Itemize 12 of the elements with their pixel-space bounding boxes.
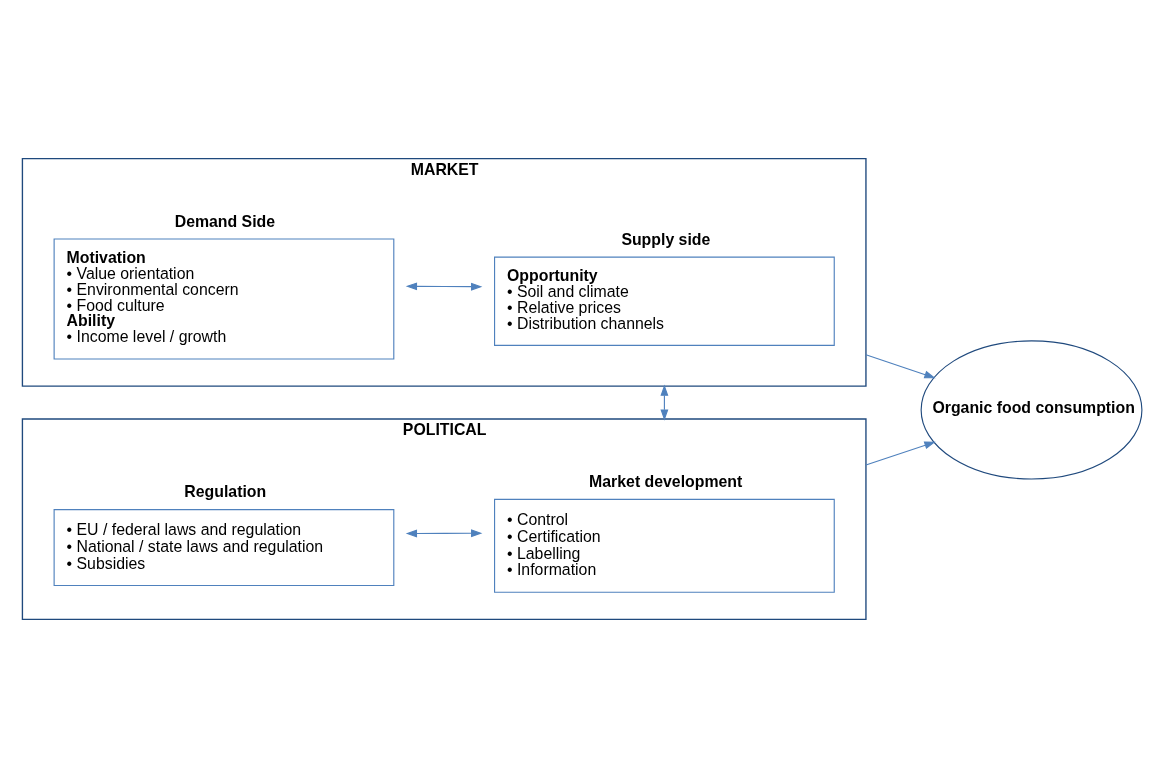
- node-label: Supply side: [621, 230, 711, 248]
- arrow: [405, 529, 483, 538]
- node-label: Demand Side: [174, 212, 276, 230]
- node-box: • EU / federal laws and regulation • National / state laws and regulation • Subsidies: [53, 509, 395, 586]
- arrow: [865, 441, 936, 466]
- node-box: Motivation • Value orientation • Environmental concern • Food culture Ability • Income level / growth: [53, 238, 395, 360]
- arrow: [405, 282, 483, 291]
- arrow: [865, 354, 936, 379]
- node-label: Regulation: [184, 483, 267, 501]
- node-box: Opportunity • Soil and climate • Relative prices • Distribution channels: [494, 256, 835, 346]
- node-label: Market development: [589, 473, 743, 491]
- node-box: • Control • Certification • Labelling • Information: [494, 498, 835, 593]
